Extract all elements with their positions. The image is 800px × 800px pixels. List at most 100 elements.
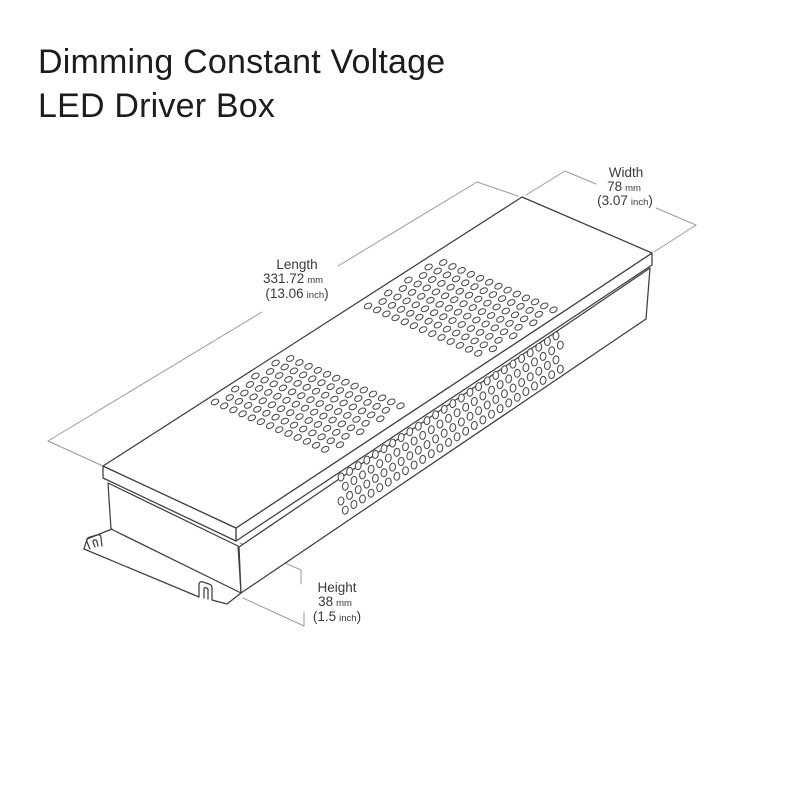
vent-hole [446, 338, 455, 345]
vent-hole [414, 421, 422, 431]
vent-hole [451, 275, 461, 283]
vent-hole [492, 370, 500, 380]
vent-hole [429, 309, 439, 317]
vent-hole [449, 399, 457, 409]
vent-hole [413, 280, 422, 288]
vent-hole [433, 267, 442, 275]
vent-hole [280, 417, 290, 425]
vent-hole [490, 324, 500, 332]
vent-hole [350, 382, 359, 390]
vent-hole [514, 323, 523, 331]
vent-hole [440, 428, 448, 438]
vent-hole [531, 381, 538, 391]
vent-hole [376, 459, 384, 469]
vent-hole [317, 379, 326, 387]
mounting-flange-left [83, 528, 200, 598]
vent-hole [464, 345, 474, 353]
vent-hole [535, 342, 543, 352]
vent-hole [240, 389, 249, 397]
vent-hole [354, 485, 362, 495]
vent-hole [440, 404, 448, 414]
flange-plate-outer-edge [83, 548, 200, 598]
vent-hole [457, 266, 466, 274]
vent-hole [234, 397, 244, 405]
vent-hole [278, 384, 288, 392]
vent-hole [229, 406, 238, 414]
vent-hole [505, 319, 514, 327]
vent-hole [432, 410, 440, 420]
vent-hole [337, 496, 345, 506]
vent-hole [437, 279, 446, 287]
vent-hole [225, 394, 234, 401]
flange-slot-inner-left [92, 539, 99, 548]
vent-hole [418, 272, 428, 279]
vent-hole [256, 418, 266, 426]
vent-hole [264, 388, 273, 396]
vent-hole [363, 398, 372, 406]
vent-hole [346, 490, 354, 500]
vent-hole [254, 384, 264, 392]
page-title-line1: Dimming Constant Voltage [38, 43, 446, 81]
vent-hole [251, 372, 260, 380]
vent-hole [346, 424, 356, 432]
vent-hole [534, 310, 544, 318]
vent-hole [526, 348, 534, 358]
vent-hole [372, 306, 382, 314]
vent-holes-side-patch [337, 331, 564, 515]
vent-hole [543, 360, 551, 371]
vent-hole [328, 416, 337, 424]
vent-hole [363, 302, 373, 310]
vent-hole [376, 415, 385, 423]
vent-hole [497, 295, 507, 303]
vent-hole [508, 332, 518, 340]
vent-hole [516, 302, 525, 310]
vent-hole [247, 414, 257, 422]
vent-hole [526, 372, 534, 382]
vent-hole [366, 411, 376, 419]
vent-hole [258, 397, 268, 405]
vent-hole [450, 296, 459, 304]
vent-hole [539, 375, 547, 385]
vent-hole [437, 334, 446, 341]
vent-hole [411, 301, 421, 309]
vent-hole [420, 305, 430, 313]
vent-hole [407, 288, 417, 296]
vent-hole [496, 404, 504, 414]
vent-hole [426, 296, 435, 304]
vent-hole [468, 304, 477, 312]
vent-hole [293, 379, 302, 387]
page-title-line2: LED Driver Box [38, 87, 276, 125]
vent-hole [343, 411, 352, 419]
vent-hole [400, 318, 410, 326]
vent-hole [341, 378, 350, 386]
driver-box [102, 196, 653, 594]
vent-hole [427, 276, 437, 283]
vent-hole [383, 289, 393, 297]
vent-hole [431, 288, 441, 296]
vent-hole [378, 298, 387, 305]
vent-hole [472, 316, 481, 324]
vent-hole [371, 449, 379, 459]
length-dimension-line-left [47, 311, 263, 442]
vent-hole [414, 445, 422, 455]
vent-hole [507, 299, 516, 306]
vent-hole [488, 291, 498, 299]
vent-hole [331, 374, 341, 382]
vent-hole [501, 307, 511, 315]
vent-hole [470, 420, 478, 431]
vent-hole [462, 312, 472, 320]
vent-hole [354, 395, 363, 402]
vent-hole [304, 417, 313, 424]
vent-hole [319, 412, 328, 420]
vent-hole [341, 432, 350, 440]
vent-hole [297, 392, 306, 400]
width-dimension-line-right [655, 207, 697, 226]
vent-hole [473, 295, 483, 303]
vent-hole [313, 366, 323, 374]
vent-hole [402, 297, 411, 305]
vent-hole [415, 313, 424, 321]
vent-hole [513, 368, 521, 378]
